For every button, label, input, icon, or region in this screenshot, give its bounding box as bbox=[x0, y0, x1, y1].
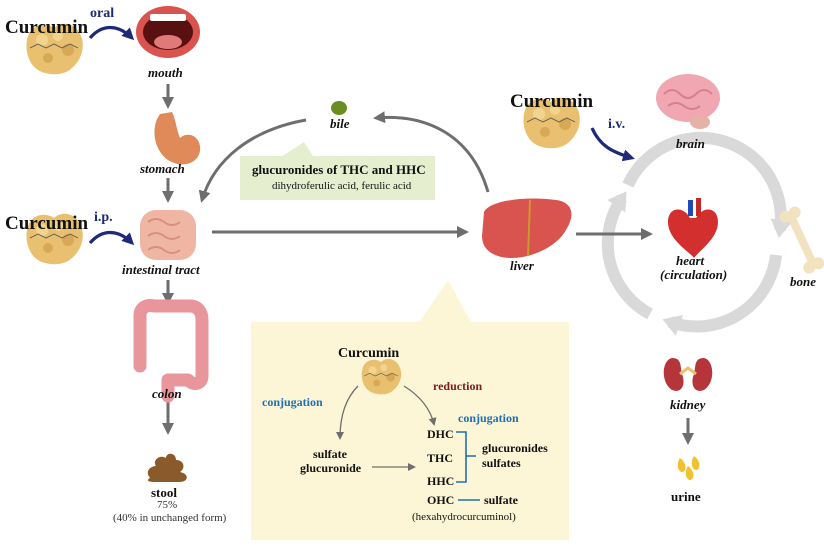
stool-icon bbox=[147, 453, 187, 482]
metabolism-pointer bbox=[418, 280, 472, 324]
kidney-icon bbox=[663, 358, 713, 391]
dhc-label: DHC bbox=[427, 427, 454, 441]
stool-percentage: 75% bbox=[157, 499, 178, 511]
route-iv: i.v. bbox=[608, 117, 626, 132]
bile-label: bile bbox=[330, 116, 350, 131]
colon-icon bbox=[133, 299, 209, 403]
bile-drop-icon bbox=[331, 101, 347, 115]
oral-arrow bbox=[88, 25, 135, 41]
stomach-label: stomach bbox=[140, 161, 185, 176]
kidney-label: kidney bbox=[670, 397, 706, 412]
glucuronides-label: glucuronides bbox=[482, 441, 548, 455]
brain-label: brain bbox=[676, 136, 705, 151]
liver-icon bbox=[482, 198, 572, 258]
reduction-label: reduction bbox=[433, 379, 483, 393]
thc-label: THC bbox=[427, 451, 454, 465]
stool-note: (40% in unchanged form) bbox=[113, 512, 227, 524]
curcumin-label-ip: Curcumin bbox=[5, 213, 89, 234]
urine-drops-icon bbox=[677, 456, 700, 480]
urine-label: urine bbox=[671, 489, 701, 504]
curcumin-label-iv: Curcumin bbox=[510, 91, 594, 112]
ohc-note: (hexahydrocurcuminol) bbox=[412, 511, 516, 523]
hhc-label: HHC bbox=[427, 474, 455, 488]
conjugation-left: conjugation bbox=[262, 395, 323, 409]
circulation-ring bbox=[601, 131, 793, 336]
conjugation-right: conjugation bbox=[458, 411, 519, 425]
mouth-label: mouth bbox=[148, 65, 183, 80]
intestinal-tract-label: intestinal tract bbox=[122, 262, 200, 277]
heart-icon bbox=[668, 198, 718, 258]
arrow-bile-intestine bbox=[198, 118, 307, 203]
bile-box-subtitle: dihydroferulic acid, ferulic acid bbox=[272, 180, 412, 192]
stool-label: stool bbox=[151, 485, 177, 500]
bone-label: bone bbox=[790, 274, 816, 289]
route-ip: i.p. bbox=[94, 210, 113, 225]
metabolism-box bbox=[251, 322, 569, 540]
iv-arrow bbox=[590, 127, 635, 162]
arrow-reduction bbox=[403, 385, 437, 426]
curcumin-label-oral: Curcumin bbox=[5, 17, 89, 38]
brain-icon bbox=[656, 74, 720, 129]
ohc-label: OHC bbox=[427, 493, 455, 507]
arrow-conjugation bbox=[336, 385, 359, 440]
liver-label: liver bbox=[510, 258, 534, 273]
circulation-label: (circulation) bbox=[660, 267, 728, 282]
liver-gallbladder-line bbox=[527, 199, 531, 257]
sulfates-label: sulfates bbox=[482, 456, 521, 470]
route-oral: oral bbox=[90, 6, 115, 21]
colon-label: colon bbox=[152, 386, 182, 401]
heart-label: heart bbox=[676, 253, 705, 268]
intestine-icon bbox=[140, 210, 196, 260]
stomach-icon bbox=[154, 112, 201, 165]
bone-icon bbox=[779, 206, 824, 274]
ip-arrow bbox=[88, 230, 135, 246]
sulfate-label: sulfate bbox=[313, 447, 347, 461]
arrow-liver-bile bbox=[373, 111, 490, 193]
sulfate-right-label: sulfate bbox=[484, 493, 518, 507]
mouth-icon bbox=[136, 6, 200, 58]
bile-box bbox=[240, 156, 435, 200]
conjugation-bracket bbox=[456, 431, 476, 483]
bile-box-title: glucuronides of THC and HHC bbox=[252, 162, 426, 177]
glucuronide-label: glucuronide bbox=[300, 461, 362, 475]
metabolism-title: Curcumin bbox=[338, 346, 400, 361]
